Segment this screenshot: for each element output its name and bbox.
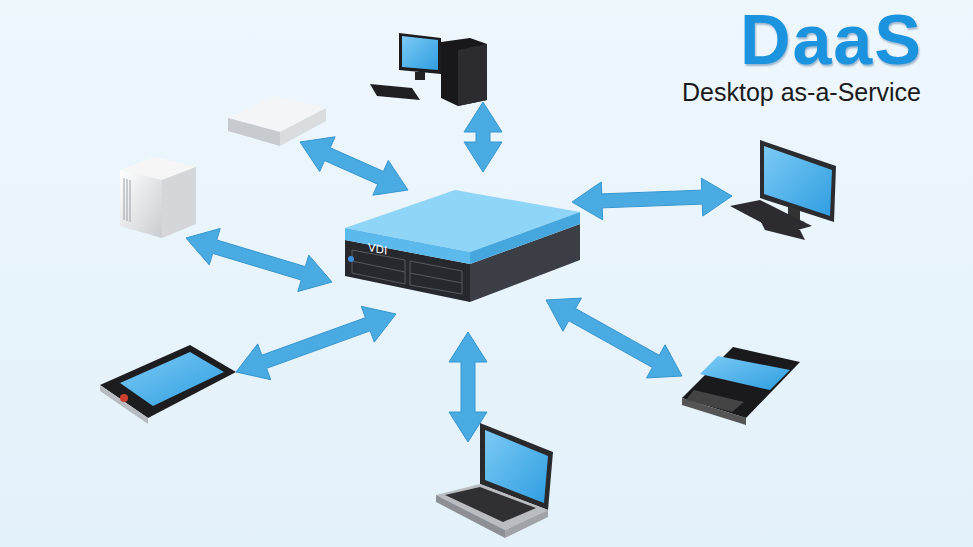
subtitle-label: Desktop as-a-Service bbox=[682, 78, 921, 107]
double-arrow bbox=[464, 102, 502, 172]
double-arrow bbox=[546, 298, 682, 378]
double-arrow bbox=[300, 137, 408, 195]
double-arrow bbox=[572, 178, 732, 220]
blackberry-phone bbox=[682, 347, 800, 425]
thin-client bbox=[228, 96, 326, 146]
desktop-monitor bbox=[730, 140, 836, 240]
title: DaaS bbox=[740, 0, 923, 80]
double-arrow bbox=[236, 306, 396, 379]
desktop-pc bbox=[370, 33, 487, 106]
mini-server bbox=[120, 157, 196, 238]
smartphone bbox=[100, 345, 236, 424]
laptop bbox=[436, 423, 553, 538]
vdi-server bbox=[345, 190, 580, 302]
double-arrow bbox=[186, 228, 332, 291]
